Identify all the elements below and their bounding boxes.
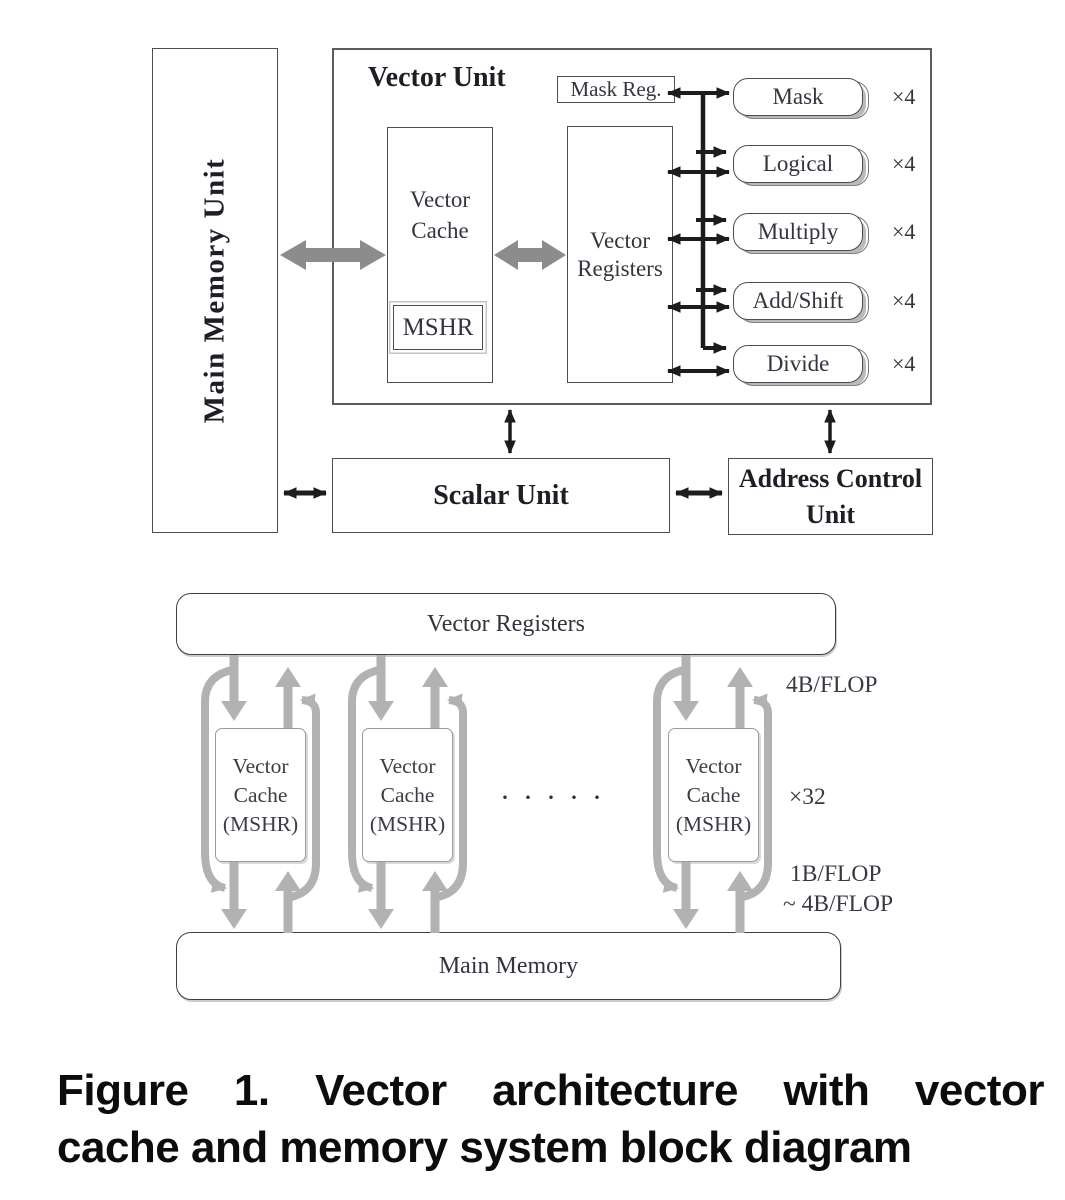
vector-cache-lane-1: Vector Cache (MSHR) <box>215 728 306 862</box>
vector-cache-lane-2: Vector Cache (MSHR) <box>362 728 453 862</box>
mask-reg-label: Mask Reg. <box>570 77 662 101</box>
cache1-line2: Cache <box>233 782 288 807</box>
mask-reg-box: Mask Reg. <box>557 76 675 103</box>
addshift-multiplier: ×4 <box>892 288 916 313</box>
bandwidth-bottom-label-1: 1B/FLOP <box>790 861 882 887</box>
cache1-line1: Vector <box>232 753 289 778</box>
vector-cache-lane-32: Vector Cache (MSHR) <box>668 728 759 862</box>
cache3-line1: Vector <box>685 753 742 778</box>
vector-cache-line2: Cache <box>411 218 469 243</box>
cache2-line2: Cache <box>380 782 435 807</box>
lane3-down-top <box>673 655 699 721</box>
multiply-multiplier: ×4 <box>892 219 916 244</box>
vector-registers-line2: Registers <box>577 256 663 281</box>
lane1-up-bottom <box>275 871 301 933</box>
lane2-down-top <box>368 655 394 721</box>
cache3-line3: (MSHR) <box>675 811 752 836</box>
figure-caption: Figure 1. Vector architecture with vecto… <box>57 1062 1044 1176</box>
vector-registers-bottom-label: Vector Registers <box>427 610 585 637</box>
address-control-unit-box: Address Control Unit <box>728 458 933 535</box>
lane1-down-top <box>221 655 247 721</box>
vector-registers-line1: Vector <box>589 228 651 253</box>
caption-word-vector: Vector <box>315 1066 447 1115</box>
cache3-line2: Cache <box>686 782 741 807</box>
lane2-up-bottom <box>422 871 448 933</box>
cache2-line3: (MSHR) <box>369 811 446 836</box>
cache1-line3: (MSHR) <box>222 811 299 836</box>
main-memory-box: Main Memory <box>176 932 841 1000</box>
bandwidth-top-label: 4B/FLOP <box>786 672 878 698</box>
main-memory-unit-box: Main Memory Unit <box>152 48 278 533</box>
address-control-line2: Unit <box>805 499 856 529</box>
vector-cache-label: Vector Cache <box>388 128 492 246</box>
caption-word-with: with <box>783 1066 870 1115</box>
vector-registers-label: Vector Registers <box>568 127 672 283</box>
mask-unit-label: Mask <box>772 84 824 109</box>
multiply-unit: Multiply <box>733 213 863 251</box>
lane3-up-bottom <box>727 871 753 933</box>
main-memory-label: Main Memory <box>438 952 579 979</box>
cache-multiplier-label: ×32 <box>789 784 826 810</box>
mask-multiplier: ×4 <box>892 84 916 109</box>
lane2-up-top <box>422 667 448 728</box>
scalar-unit-label: Scalar Unit <box>433 479 569 511</box>
caption-line1: Figure 1. Vector architecture with vecto… <box>57 1062 1044 1119</box>
addshift-unit: Add/Shift <box>733 282 863 320</box>
lane3-up-top <box>727 667 753 728</box>
lane2-down-bottom <box>368 862 394 929</box>
vector-unit-title: Vector Unit <box>368 62 506 93</box>
mask-unit: Mask <box>733 78 863 116</box>
logical-unit: Logical <box>733 145 863 183</box>
caption-word-figure: Figure <box>57 1066 189 1115</box>
ellipsis-dots: ····· <box>500 781 615 814</box>
caption-word-architecture: architecture <box>492 1066 738 1115</box>
mshr-box: MSHR <box>393 305 483 350</box>
bandwidth-bottom-label-2: ~ 4B/FLOP <box>783 891 894 917</box>
scalar-unit-box: Scalar Unit <box>332 458 670 533</box>
caption-line2: cache and memory system block diagram <box>57 1123 912 1172</box>
divide-unit-label: Divide <box>766 351 830 376</box>
lane1-up-top <box>275 667 301 728</box>
divide-unit: Divide <box>733 345 863 383</box>
lane3-down-bottom <box>673 862 699 929</box>
vector-cache-line1: Vector <box>409 187 471 212</box>
caption-word-vector2: vector <box>914 1066 1045 1115</box>
divide-multiplier: ×4 <box>892 351 916 376</box>
vector-registers-box: Vector Registers <box>567 126 673 383</box>
vector-registers-bottom-box: Vector Registers <box>176 593 836 655</box>
multiply-unit-label: Multiply <box>757 219 839 244</box>
mshr-label: MSHR <box>402 313 474 341</box>
caption-word-number: 1. <box>233 1066 270 1115</box>
main-memory-unit-label: Main Memory Unit <box>198 157 231 424</box>
address-control-line1: Address Control <box>738 463 923 493</box>
lane1-down-bottom <box>221 862 247 929</box>
logical-unit-label: Logical <box>762 151 834 176</box>
logical-multiplier: ×4 <box>892 151 916 176</box>
addshift-unit-label: Add/Shift <box>752 288 844 313</box>
cache2-line1: Vector <box>379 753 436 778</box>
